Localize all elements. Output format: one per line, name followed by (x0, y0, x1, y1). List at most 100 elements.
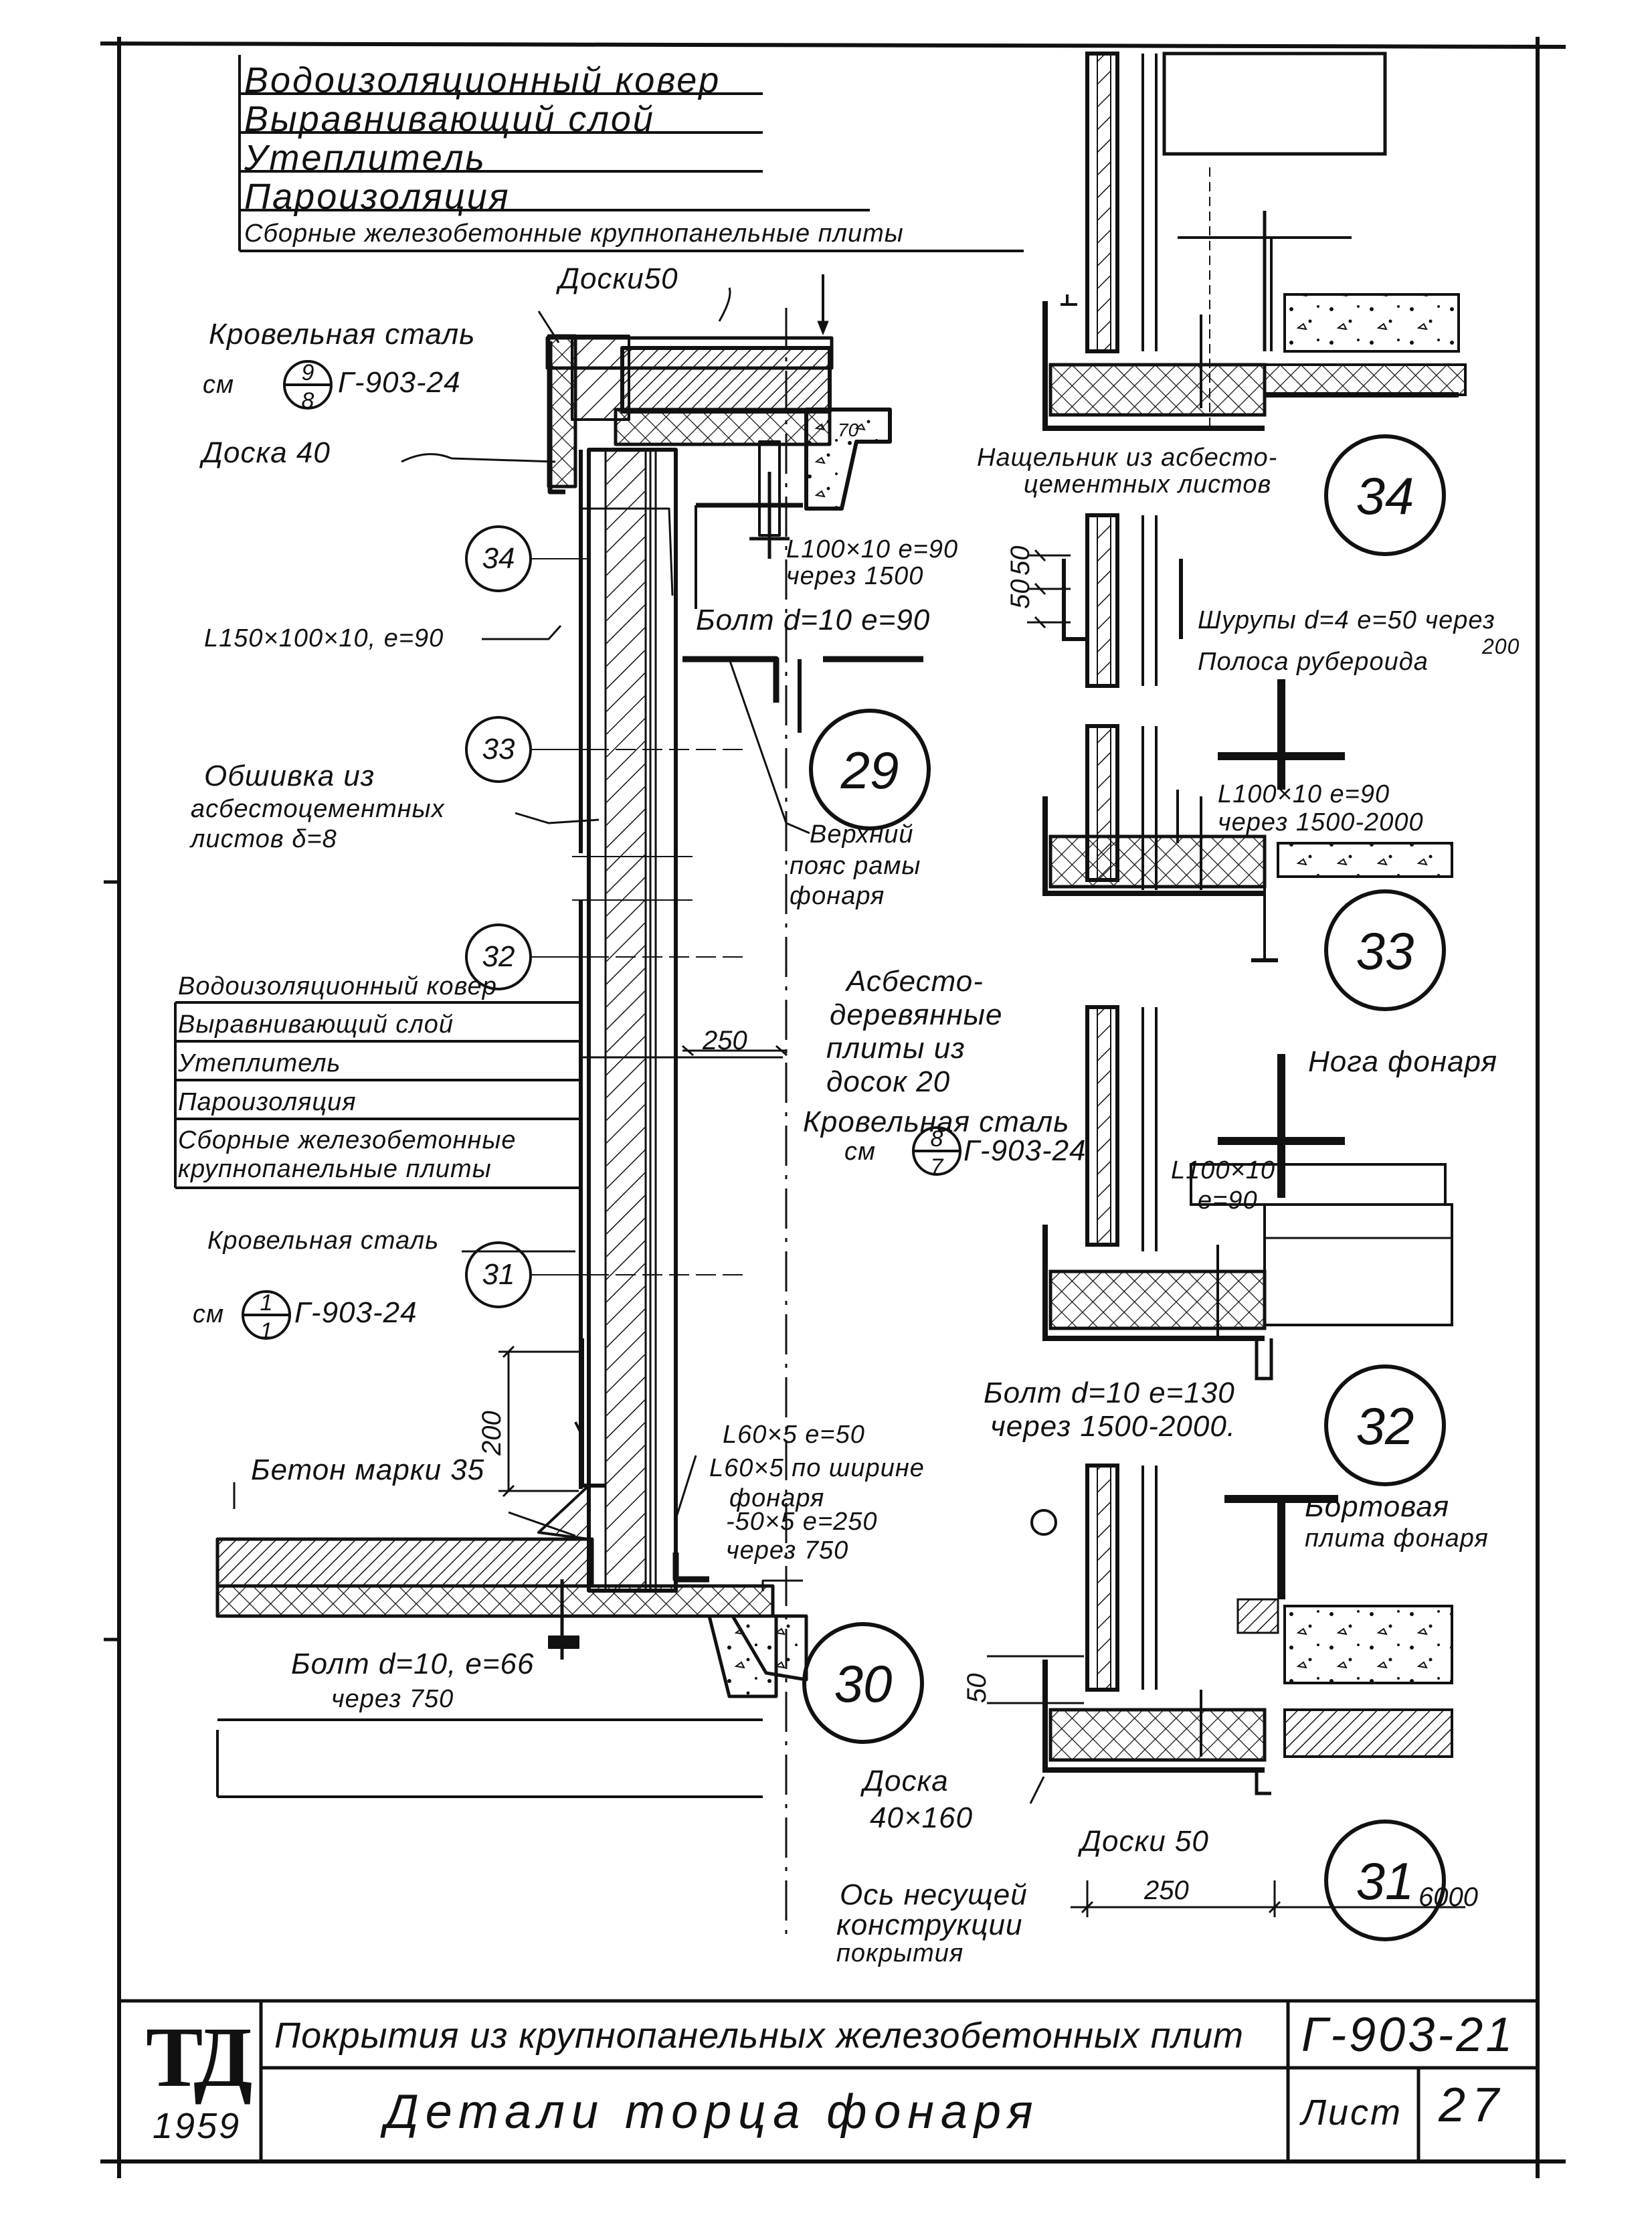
note-felt-strip: Полоса рубероида (1198, 648, 1429, 676)
title-sheet-number: 27 (1439, 2078, 1506, 2132)
layer-top-1: Водоизоляционный ковер (244, 60, 721, 100)
dim-200: 200 (477, 1411, 507, 1455)
note-board-40-2: 40×160 (870, 1801, 974, 1834)
layer-table-bottom (174, 1001, 579, 1189)
note-leg: Нога фонаря (1308, 1045, 1498, 1078)
title-year: 1959 (153, 2106, 242, 2146)
layer-bottom-1: Водоизоляционный ковер (178, 972, 497, 1000)
note-plate-50-1: -50×5 e=250 (726, 1508, 878, 1536)
frac-mid-den: 7 (930, 1154, 943, 1180)
dim-250-main: 250 (703, 1026, 747, 1055)
note-see-mid: см (844, 1138, 877, 1166)
layer-table-top (238, 55, 1024, 252)
note-bolt-66-1: Болт d=10, e=66 (291, 1648, 535, 1680)
note-upper-chord-3: фонаря (790, 882, 885, 910)
note-doski50-top: Доски50 (559, 262, 678, 295)
bubble-31: 31 (1356, 1852, 1414, 1911)
title-main: Детали торца фонаря (385, 2085, 1040, 2139)
note-cladding-1: Обшивка из (204, 760, 375, 792)
detail-34-right (1042, 52, 1467, 431)
note-ref-top: Г-903-24 (338, 366, 461, 399)
sheet-frame (100, 37, 1566, 2178)
note-upper-chord-2: пояс рамы (790, 852, 921, 880)
note-doski50-bottom: Доски 50 (1081, 1825, 1209, 1858)
note-asbestos-3: плиты из (826, 1032, 966, 1065)
layer-top-5: Сборные железобетонные крупнопанельные п… (244, 219, 904, 248)
note-through-1500: через 1500 (786, 562, 924, 590)
dim-50-c: 50 (962, 1673, 992, 1704)
note-see-top: см (203, 371, 235, 399)
note-ref-mid: Г-903-24 (963, 1134, 1087, 1167)
bubble-30: 30 (834, 1654, 893, 1713)
note-screws-2: 200 (1482, 634, 1520, 658)
dim-50-b: 50 (1006, 545, 1035, 576)
note-axis-2: конструкции (836, 1909, 1023, 1941)
frac-top-num: 9 (301, 360, 314, 385)
note-angle-100: L100×10 e=90 (786, 535, 959, 563)
note-bolt-130-2: через 1500-2000. (990, 1410, 1236, 1443)
note-angle-1500-2000-2: через 1500-2000 (1218, 808, 1424, 836)
note-axis-1: Ось несущей (840, 1878, 1028, 1911)
note-concrete-grade: Бетон марки 35 (251, 1453, 485, 1486)
note-asbestos-2: деревянные (830, 998, 1003, 1031)
detail-flashing (1027, 513, 1183, 688)
note-asbestos-4: досок 20 (826, 1065, 951, 1098)
detail-32-right (1042, 1005, 1453, 1381)
layer-bottom-2: Выравнивающий слой (178, 1010, 454, 1039)
fraction-circles (242, 360, 961, 1340)
note-roof-steel-bottom: Кровельная сталь (207, 1227, 440, 1255)
frac-bottom-den: 1 (260, 1318, 273, 1344)
note-flashing-1: Нащельник из асбесто- (977, 444, 1278, 472)
layer-bottom-3: Утеплитель (178, 1049, 341, 1077)
bubble-31-small: 31 (482, 1258, 515, 1291)
note-angle-60-50: L60×5 e=50 (723, 1421, 865, 1449)
dim-50-a: 50 (1006, 579, 1035, 610)
detail-bubbles (802, 434, 1446, 1941)
detail-33-right (1042, 679, 1453, 962)
note-bolt-66-2: через 750 (331, 1685, 454, 1713)
note-bolt-130-1: Болт d=10 e=130 (984, 1377, 1235, 1409)
note-see-bottom: см (193, 1300, 225, 1328)
note-ref-bottom: Г-903-24 (294, 1296, 418, 1329)
svg-text:70: 70 (838, 420, 859, 440)
bubble-34: 34 (1356, 466, 1414, 525)
note-board-40-1: Доска (863, 1765, 949, 1797)
note-angle-100-90-1: L100×10 (1171, 1156, 1275, 1184)
layer-bottom-6: крупнопанельные плиты (178, 1155, 492, 1183)
frac-bottom-num: 1 (260, 1290, 273, 1316)
layer-bottom-5: Сборные железобетонные (178, 1126, 517, 1154)
bubble-29: 29 (840, 741, 899, 800)
detail-31-right (987, 1464, 1465, 1917)
bubble-33-small: 33 (482, 733, 515, 766)
small-bubbles (465, 525, 743, 1308)
title-sheet-label: Лист (1301, 2093, 1403, 2133)
note-asbestos-1: Асбесто- (846, 965, 984, 998)
note-roof-steel-top: Кровельная сталь (209, 318, 476, 351)
layer-bottom-4: Пароизоляция (178, 1088, 357, 1116)
layer-top-2: Выравнивающий слой (244, 99, 655, 139)
frac-mid-num: 8 (930, 1126, 943, 1152)
bubble-33: 33 (1356, 921, 1414, 980)
note-cladding-2: асбестоцементных (191, 795, 445, 823)
note-doska40: Доска 40 (202, 436, 331, 469)
layer-top-4: Пароизоляция (244, 177, 511, 217)
note-angle-1500-2000-1: L100×10 e=90 (1218, 780, 1390, 808)
dim-250-bottom: 250 (1144, 1876, 1189, 1905)
frac-top-den: 8 (301, 388, 314, 414)
note-flashing-2: цементных листов (1024, 470, 1272, 499)
bubble-32: 32 (1356, 1397, 1414, 1455)
layer-top-3: Утеплитель (244, 138, 486, 178)
bubble-32-small: 32 (482, 940, 515, 973)
title-block-lines (119, 1999, 1538, 2161)
note-axis-3: покрытия (836, 1939, 964, 1967)
logo-td: ТД (146, 2010, 252, 2105)
note-side-plate-2: плита фонаря (1305, 1524, 1489, 1553)
note-screws-1: Шурупы d=4 e=50 через (1198, 606, 1495, 634)
note-angle-60-width-1: L60×5 по ширине (709, 1454, 925, 1482)
note-bolt-10-90: Болт d=10 e=90 (696, 604, 931, 636)
note-side-plate-1: Бортовая (1305, 1490, 1450, 1523)
note-angle-150: L150×100×10, e=90 (204, 624, 444, 652)
main-section: 70 (215, 274, 923, 1937)
